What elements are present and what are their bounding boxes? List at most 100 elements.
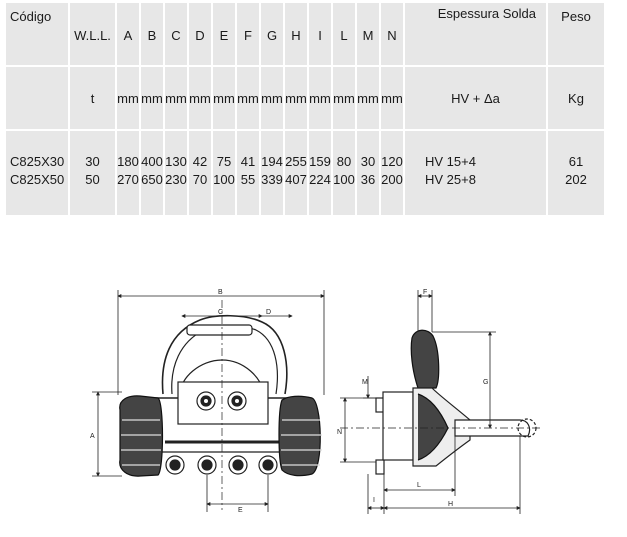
header-i: I (318, 28, 322, 43)
unit-cell: t (70, 67, 115, 129)
data-cell: HV 15+4 HV 25+8 (405, 131, 546, 215)
header-row: Código W.L.L. A B C D E F G H I L M N Es… (6, 3, 604, 65)
header-h: H (291, 28, 301, 43)
header-cell: H (285, 3, 307, 65)
dim-label-n: N (337, 429, 342, 436)
unit-text: mm (189, 91, 211, 106)
header-b: B (147, 28, 157, 43)
unit-cell: mm (357, 67, 379, 129)
unit-text: mm (165, 91, 187, 106)
front-view (119, 300, 322, 510)
cell-value: 36 (360, 172, 376, 187)
dim-label-d: D (266, 309, 271, 316)
cell-value: 42 (192, 154, 208, 169)
unit-text: mm (261, 91, 283, 106)
dim-label-f: F (423, 289, 427, 296)
cell-value: 224 (309, 172, 331, 187)
spec-table: Código W.L.L. A B C D E F G H I L M N Es… (4, 1, 606, 217)
header-c: C (171, 28, 181, 43)
header-cell: G (261, 3, 283, 65)
header-cell: C (165, 3, 187, 65)
unit-cell: mm (117, 67, 139, 129)
cell-value: 80 (336, 154, 352, 169)
header-cell: A (117, 3, 139, 65)
header-cell: L (333, 3, 355, 65)
unit-cell: HV + Δa (405, 67, 546, 129)
header-cell: F (237, 3, 259, 65)
dim-label-e: E (238, 507, 243, 514)
unit-cell: mm (189, 67, 211, 129)
dim-label-h: H (448, 501, 453, 508)
cell-value: HV 25+8 (425, 172, 476, 187)
unit-cell: mm (213, 67, 235, 129)
cell-value: 407 (285, 172, 307, 187)
unit-text: mm (213, 91, 235, 106)
cell-value: C825X30 (10, 154, 65, 169)
cell-value: 650 (141, 172, 163, 187)
unit-text: mm (309, 91, 331, 106)
cell-value: 30 (360, 154, 376, 169)
cell-value: HV 15+4 (425, 154, 476, 169)
cell-value: 180 (117, 154, 139, 169)
dim-label-a: A (90, 433, 95, 440)
header-cell: Espessura Solda (405, 3, 546, 65)
front-dimensions (92, 290, 325, 512)
unit-cell: mm (237, 67, 259, 129)
dim-label-c: C (218, 309, 223, 316)
header-d: D (195, 28, 205, 43)
cell-value: 55 (240, 172, 256, 187)
cell-value: 75 (216, 154, 232, 169)
unit-cell: mm (165, 67, 187, 129)
cell-value: 130 (165, 154, 187, 169)
cell-value: C825X50 (10, 172, 65, 187)
unit-text: mm (237, 91, 259, 106)
cell-value: 159 (309, 154, 331, 169)
header-cell: Código (6, 3, 68, 65)
cell-value: 400 (141, 154, 163, 169)
header-cell: M (357, 3, 379, 65)
unit-text: t (90, 91, 95, 106)
unit-cell: mm (309, 67, 331, 129)
header-espessura: Espessura Solda (437, 6, 536, 21)
header-a: A (123, 28, 133, 43)
unit-cell: mm (285, 67, 307, 129)
unit-text: mm (117, 91, 139, 106)
unit-cell: mm (381, 67, 403, 129)
side-view (340, 329, 540, 475)
header-cell: N (381, 3, 403, 65)
dim-label-b: B (218, 289, 223, 296)
cell-value: 61 (568, 154, 584, 169)
header-l: L (340, 28, 348, 43)
cell-value: 120 (381, 154, 403, 169)
unit-text: mm (333, 91, 355, 106)
header-peso: Peso (561, 9, 591, 24)
side-dimensions (340, 290, 521, 514)
unit-cell: Kg (548, 67, 604, 129)
unit-text: mm (285, 91, 307, 106)
dim-label-m: M (362, 379, 368, 386)
cell-value: 202 (565, 172, 587, 187)
unit-cell: mm (333, 67, 355, 129)
